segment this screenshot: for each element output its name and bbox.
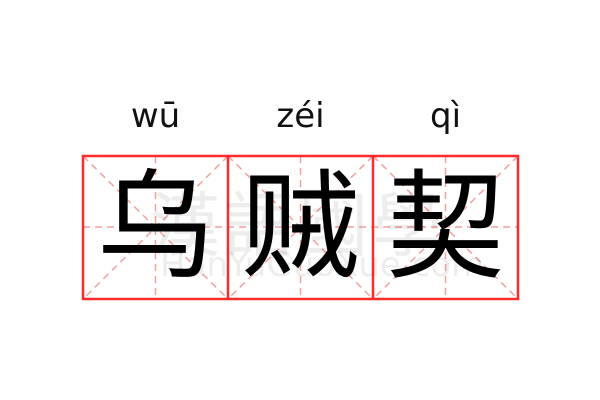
pinyin-2: zéi [276,96,325,136]
character-2: 贼 [241,158,360,296]
pinyin-3: qì [429,96,462,136]
character-1: 乌 [96,158,215,296]
pinyin-1: wū [130,96,181,136]
character-3: 契 [386,158,505,296]
watermark-logo: 漢語國學 [150,185,446,267]
watermark-url: HanYuGuoXue.com [160,245,485,285]
